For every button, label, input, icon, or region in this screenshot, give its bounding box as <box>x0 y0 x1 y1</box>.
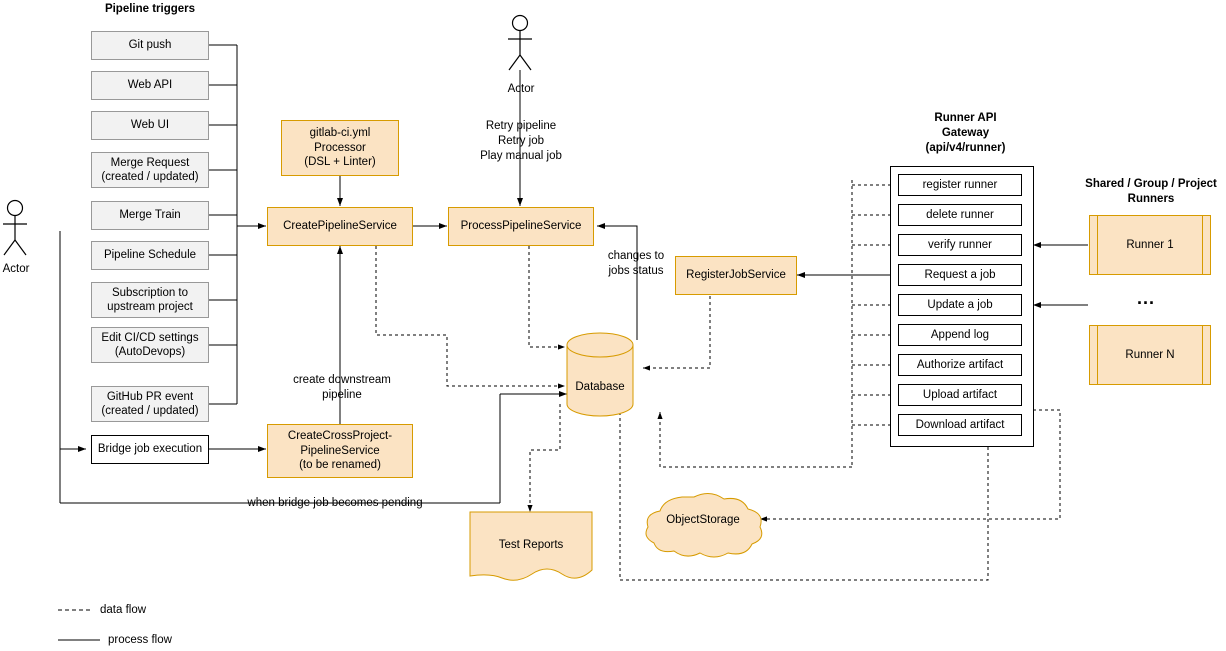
runner-n-right-bar <box>1202 325 1203 385</box>
legend-lines <box>58 609 100 641</box>
trigger-web-api[interactable]: Web API <box>91 71 209 100</box>
trigger-bridge-job-execution[interactable]: Bridge job execution <box>91 435 209 464</box>
trigger-merge-request[interactable]: Merge Request (created / updated) <box>91 152 209 188</box>
runner-n-left-bar <box>1097 325 1098 385</box>
trigger-merge-train[interactable]: Merge Train <box>91 201 209 230</box>
trigger-pipeline-schedule[interactable]: Pipeline Schedule <box>91 241 209 270</box>
processpipeline-to-database-dashed <box>528 246 565 350</box>
runners-title: Shared / Group / Project Runners <box>1085 178 1217 205</box>
gateway-endpoint-upload-artifact[interactable]: Upload artifact <box>898 384 1022 406</box>
service-create-cross-project-pipeline[interactable]: CreateCrossProject- PipelineService (to … <box>267 424 413 478</box>
bridge-pending-label: when bridge job becomes pending <box>247 497 423 509</box>
pipeline-triggers-title: Pipeline triggers <box>104 3 196 15</box>
database-cylinder-shape <box>566 332 634 417</box>
trigger-subscription-upstream[interactable]: Subscription to upstream project <box>91 282 209 318</box>
database-label[interactable]: Database <box>575 381 625 393</box>
service-create-pipeline[interactable]: CreatePipelineService <box>267 207 413 246</box>
trigger-git-push[interactable]: Git push <box>91 31 209 60</box>
gateway-endpoint-delete-runner[interactable]: delete runner <box>898 204 1022 226</box>
retry-pipeline-label: Retry pipeline Retry job Play manual job <box>480 120 562 162</box>
runners-ellipsis: ... <box>1137 288 1156 308</box>
gateway-endpoint-request-a-job[interactable]: Request a job <box>898 264 1022 286</box>
runner-1[interactable]: Runner 1 <box>1089 215 1211 275</box>
legend-process-flow-label: process flow <box>108 634 172 646</box>
test-reports-label[interactable]: Test Reports <box>498 539 564 551</box>
gateway-endpoint-register-runner[interactable]: register runner <box>898 174 1022 196</box>
runner-1-right-bar <box>1202 215 1203 275</box>
gateway-endpoint-authorize-artifact[interactable]: Authorize artifact <box>898 354 1022 376</box>
gateway-endpoint-verify-runner[interactable]: verify runner <box>898 234 1022 256</box>
jobs-status-edge <box>597 223 638 340</box>
gateway-endpoint-append-log[interactable]: Append log <box>898 324 1022 346</box>
changes-to-jobs-status-label: changes to jobs status <box>607 250 665 277</box>
service-process-pipeline[interactable]: ProcessPipelineService <box>448 207 594 246</box>
actor-left-label: Actor <box>2 263 30 275</box>
gateway-dashed-bus <box>657 180 898 468</box>
registerjob-to-database-dashed <box>643 296 711 371</box>
runners-to-gateway-edges <box>1033 242 1088 308</box>
trigger-edit-cicd-settings[interactable]: Edit CI/CD settings (AutoDevops) <box>91 327 209 363</box>
create-downstream-label: create downstream pipeline <box>293 374 391 401</box>
database-to-testreports-dashed <box>527 404 561 512</box>
service-register-job[interactable]: RegisterJobService <box>675 256 797 295</box>
actor-top-icon <box>508 14 532 71</box>
trigger-web-ui[interactable]: Web UI <box>91 111 209 140</box>
trigger-github-pr-event[interactable]: GitHub PR event (created / updated) <box>91 386 209 422</box>
runner-1-left-bar <box>1097 215 1098 275</box>
gateway-endpoint-update-a-job[interactable]: Update a job <box>898 294 1022 316</box>
createpipeline-to-database-dashed <box>375 246 565 389</box>
gateway-title: Runner API Gateway (api/v4/runner) <box>925 112 1006 154</box>
actor-top-label: Actor <box>507 83 535 95</box>
service-gitlab-ci-yml-processor[interactable]: gitlab-ci.yml Processor (DSL + Linter) <box>281 120 399 176</box>
runner-n[interactable]: Runner N <box>1089 325 1211 385</box>
trigger-bus <box>209 44 266 405</box>
object-storage-label[interactable]: ObjectStorage <box>666 514 740 526</box>
actor-left-icon <box>3 199 27 256</box>
gateway-endpoint-download-artifact[interactable]: Download artifact <box>898 414 1022 436</box>
legend-data-flow-label: data flow <box>100 604 147 616</box>
